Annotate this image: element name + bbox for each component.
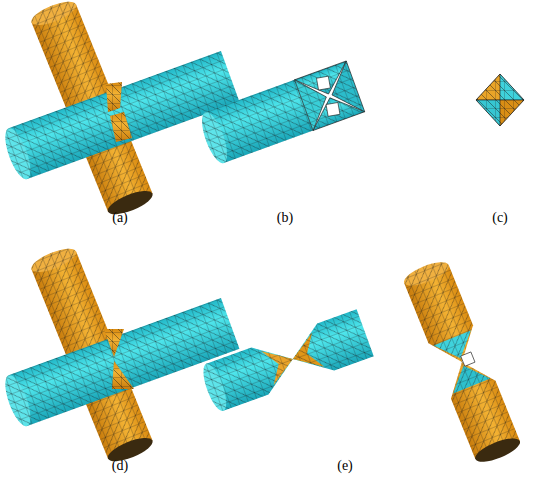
cyan-cylinder — [0, 298, 239, 429]
subfigure-label: (e) — [337, 458, 353, 474]
cyan-cylinder-cut — [197, 61, 365, 166]
subfigure-label: (a) — [112, 210, 128, 226]
cyan-cylinder — [0, 51, 239, 182]
cyan-pinched-tube — [199, 309, 374, 413]
octahedron-piece — [476, 74, 524, 126]
subfigure-label: (c) — [492, 210, 508, 226]
subfigure-label: (b) — [277, 210, 293, 226]
orange-pinched-tube — [401, 258, 523, 467]
subfigure-label: (d) — [112, 458, 128, 474]
intersection-patch — [104, 329, 134, 389]
intersection-patch — [106, 82, 132, 142]
